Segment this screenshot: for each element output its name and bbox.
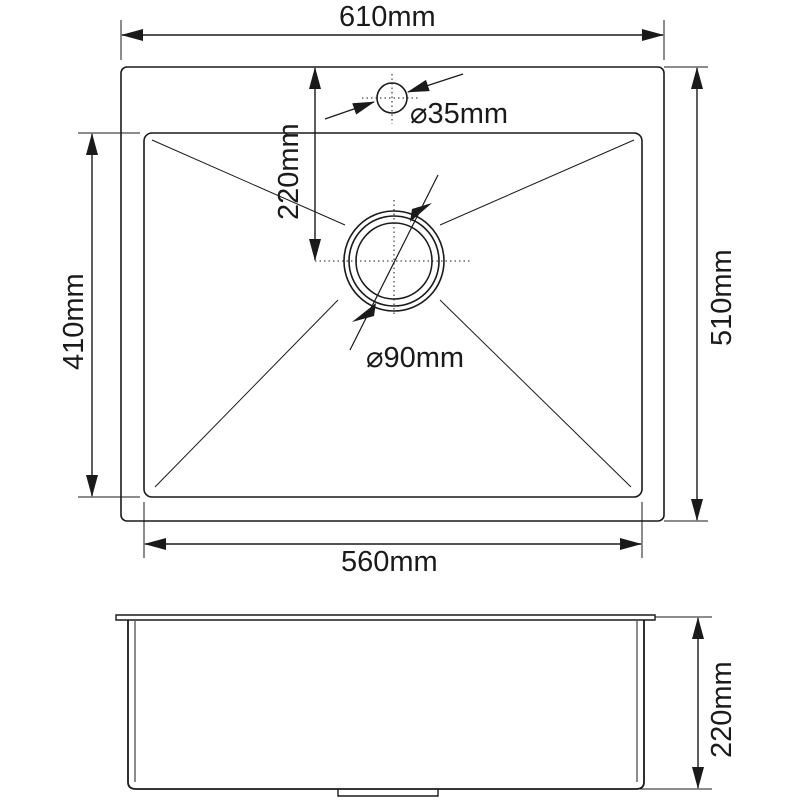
drain-diameter-leader — [349, 174, 439, 351]
extension-lines — [78, 20, 712, 790]
dimension-lines — [86, 29, 704, 789]
side-drain — [337, 789, 439, 797]
label-tap-hole-diameter: ⌀35mm — [410, 98, 509, 130]
side-rim — [115, 614, 656, 621]
label-overall-width: 610mm — [339, 1, 436, 33]
side-bowl — [127, 620, 645, 790]
label-tap-offset: 220mm — [273, 123, 305, 220]
sink-outer-outline — [120, 66, 665, 522]
label-bowl-height: 220mm — [706, 661, 738, 758]
tap-diameter-leader — [324, 73, 464, 120]
label-drain-diameter: ⌀90mm — [366, 342, 465, 374]
side-view — [115, 614, 656, 797]
label-bowl-width: 560mm — [341, 546, 438, 578]
bowl-outline — [143, 132, 643, 498]
label-overall-depth: 510mm — [706, 249, 738, 346]
bowl-slope-lines — [151, 139, 635, 488]
tap-hole-centerlines — [362, 74, 420, 124]
label-bowl-depth: 410mm — [58, 273, 90, 370]
drain-centerlines — [315, 200, 470, 315]
